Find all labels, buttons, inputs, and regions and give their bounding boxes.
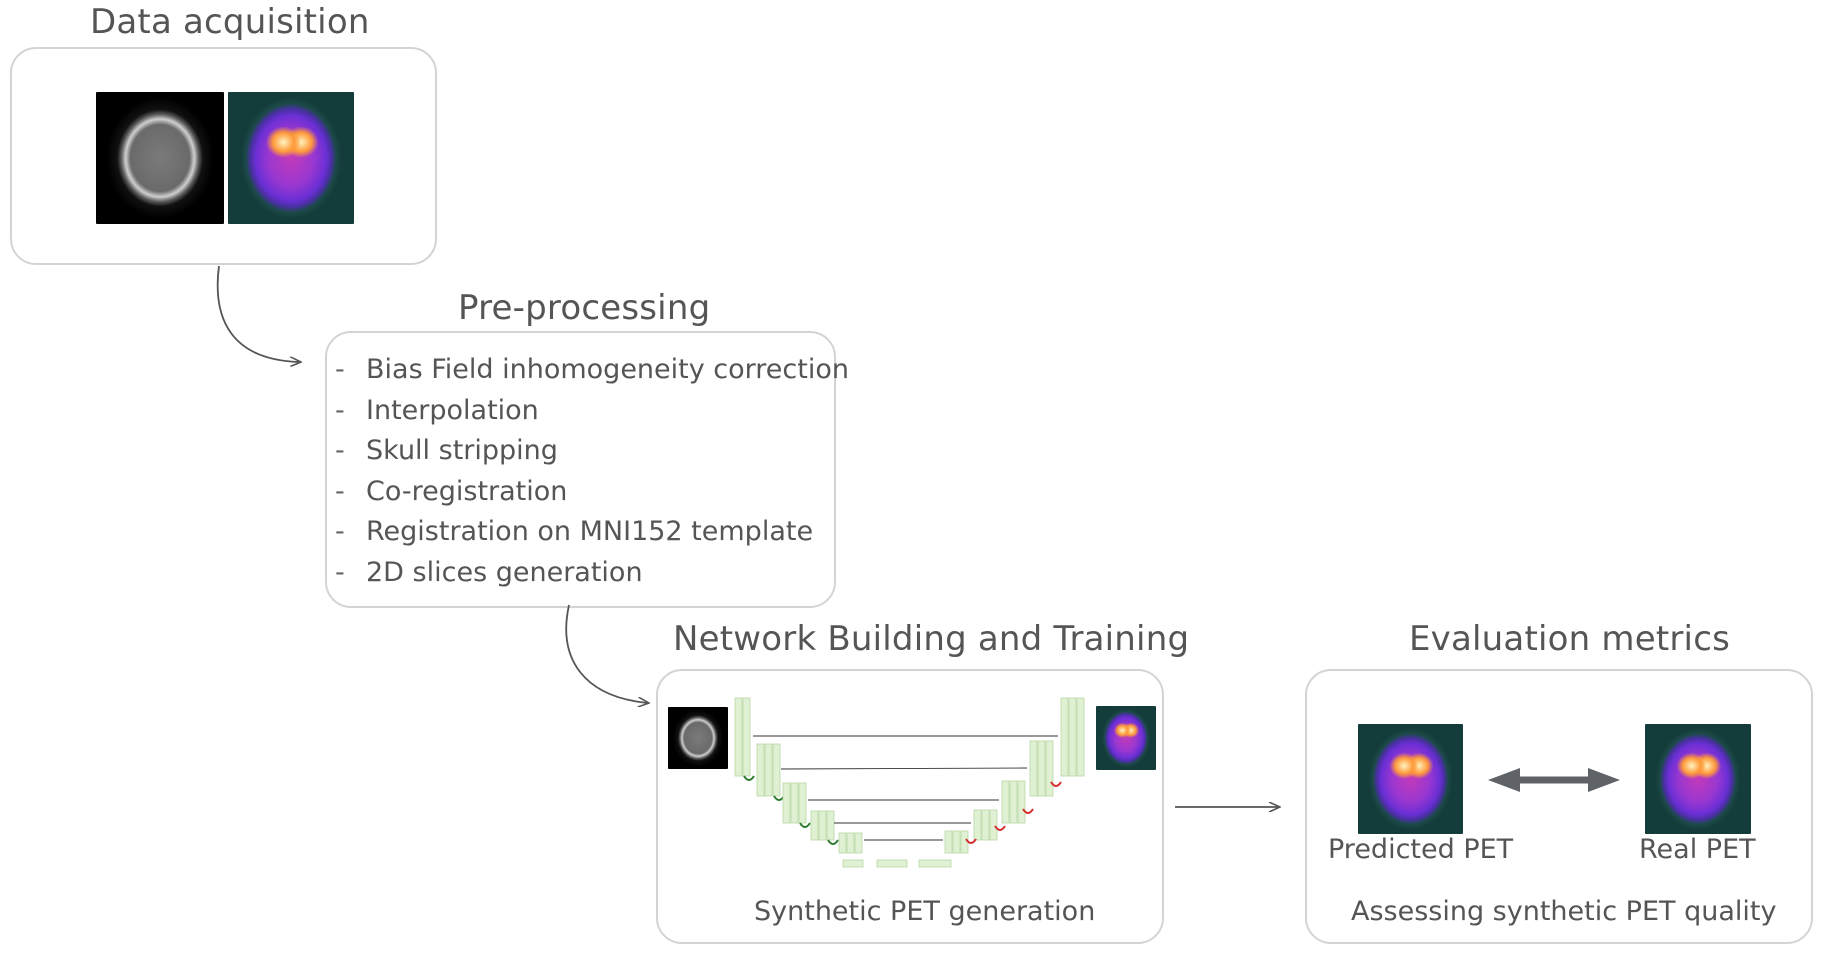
encoder-block	[742, 697, 751, 777]
preprocessing-step: -2D slices generation	[335, 553, 849, 594]
bullet-dash: -	[335, 354, 345, 385]
output-pet-image	[1096, 706, 1156, 770]
encoder-block	[798, 782, 807, 824]
preprocessing-title: Pre-processing	[458, 288, 711, 328]
real-pet-image	[1645, 724, 1751, 834]
preprocessing-step: -Skull stripping	[335, 431, 849, 472]
encoder-block	[790, 782, 799, 824]
upsample-arrow	[1022, 808, 1034, 814]
decoder-block	[1001, 780, 1010, 824]
double-arrow	[1488, 768, 1620, 792]
bottleneck-block	[842, 859, 864, 868]
evaluation-title: Evaluation metrics	[1409, 619, 1731, 659]
encoder-block	[764, 743, 773, 797]
upsample-arrow	[1050, 781, 1062, 787]
upsample-arrow	[965, 838, 977, 844]
decoder-block	[1068, 697, 1077, 777]
bullet-dash: -	[335, 435, 345, 467]
decoder-block	[1045, 740, 1054, 797]
encoder-block	[772, 743, 781, 797]
double-arrow-left-head	[1488, 768, 1520, 792]
input-mri-image	[668, 707, 728, 769]
preprocessing-step: -Bias Field inhomogeneity correction	[335, 350, 849, 391]
preprocessing-box	[325, 331, 836, 608]
downsample-arrow	[743, 775, 755, 781]
step-label: 2D slices generation	[366, 556, 643, 588]
decoder-block	[981, 809, 990, 841]
decoder-block	[1017, 780, 1026, 824]
evaluation-box	[1305, 669, 1813, 944]
step-label: Co-registration	[366, 475, 568, 507]
step-label: Registration on MNI152 template	[366, 516, 814, 548]
encoder-block	[838, 832, 847, 854]
bullet-dash: -	[335, 516, 345, 548]
pet-scan-image	[228, 92, 354, 224]
preprocessing-steps-list: -Bias Field inhomogeneity correction -In…	[335, 350, 849, 594]
decoder-block	[989, 809, 998, 841]
decoder-block	[944, 830, 953, 854]
decoder-block	[952, 830, 961, 854]
network-title: Network Building and Training	[673, 619, 1190, 659]
bullet-dash: -	[335, 475, 345, 507]
step-label: Skull stripping	[366, 435, 558, 467]
decoder-block	[1060, 697, 1069, 777]
encoder-block	[854, 832, 863, 854]
step-label: Bias Field inhomogeneity correction	[366, 354, 849, 385]
arrow-preprocessing-to-network	[565, 604, 648, 703]
predicted-pet-image	[1358, 724, 1463, 834]
skip-connection	[780, 767, 1028, 770]
bullet-dash: -	[335, 394, 345, 426]
encoder-block	[756, 743, 765, 797]
downsample-arrow	[827, 839, 839, 845]
preprocessing-step: -Interpolation	[335, 391, 849, 432]
upsample-arrow	[994, 825, 1006, 831]
preprocessing-step: -Co-registration	[335, 472, 849, 513]
arrow-acquisition-to-preprocessing	[216, 265, 300, 362]
encoder-block	[826, 810, 835, 841]
bullet-dash: -	[335, 556, 345, 588]
decoder-block	[1029, 740, 1038, 797]
evaluation-caption: Assessing synthetic PET quality	[1351, 896, 1777, 927]
decoder-block	[1037, 740, 1046, 797]
encoder-block	[782, 782, 791, 824]
data-acquisition-box	[10, 47, 437, 265]
bottleneck-block	[918, 859, 952, 868]
step-label: Interpolation	[366, 394, 539, 426]
mri-scan-image	[96, 92, 224, 224]
double-arrow-right-head	[1588, 768, 1620, 792]
preprocessing-step: -Registration on MNI152 template	[335, 512, 849, 553]
network-caption: Synthetic PET generation	[754, 896, 1096, 927]
real-pet-label: Real PET	[1639, 834, 1756, 865]
data-acquisition-title: Data acquisition	[90, 2, 370, 42]
decoder-block	[973, 809, 982, 841]
encoder-block	[734, 697, 743, 777]
downsample-arrow	[799, 822, 811, 828]
encoder-block	[846, 832, 855, 854]
bottleneck-block	[876, 859, 908, 868]
decoder-block	[1076, 697, 1085, 777]
decoder-block	[1009, 780, 1018, 824]
encoder-block	[818, 810, 827, 841]
predicted-pet-label: Predicted PET	[1328, 834, 1514, 865]
encoder-block	[810, 810, 819, 841]
